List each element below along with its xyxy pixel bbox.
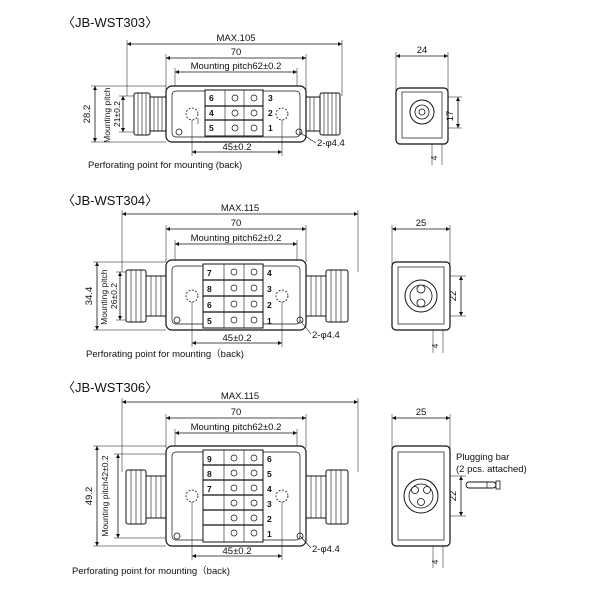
side-width-label: 24	[417, 45, 428, 56]
plugging-bar-icon	[465, 480, 501, 490]
mounting-pitch-label: Mounting pitch62±0.2	[191, 233, 282, 244]
side-base-label: 4	[430, 559, 440, 564]
mounting-hole	[185, 107, 199, 121]
side-height-label: 22	[448, 291, 459, 302]
side-mounting-pitch-label: Mounting pitch42±0.2	[100, 455, 110, 536]
terminal-label: 3	[267, 499, 272, 509]
hole-spacing-label: 45±0.2	[223, 333, 252, 344]
terminal-label: 3	[267, 284, 272, 294]
terminal-label: 2	[267, 514, 272, 524]
height-label: 49.2	[84, 487, 95, 506]
perforating-note: Perforating point for mounting（back)	[72, 565, 230, 577]
max-length-label: MAX.105	[216, 33, 255, 44]
terminal-label: 4	[267, 268, 272, 278]
model-title: 〈JB-WST303〉	[62, 15, 158, 30]
mounting-hole	[275, 107, 289, 121]
mounting-hole	[185, 489, 199, 503]
terminal-label: 1	[268, 123, 273, 133]
terminal-label: 7	[207, 268, 212, 278]
mounting-pitch-label: Mounting pitch62±0.2	[191, 61, 282, 72]
model-title: 〈JB-WST306〉	[62, 380, 158, 395]
holes-label: 2-φ4.4	[312, 544, 340, 555]
perforating-note: Perforating point for mounting (back)	[88, 160, 242, 171]
terminal-label: 8	[207, 284, 212, 294]
terminal-label: 6	[267, 454, 272, 464]
mounting-pitch-label: Mounting pitch62±0.2	[191, 422, 282, 433]
plugging-bar-qty: (2 pcs. attached)	[456, 464, 527, 475]
side-width-label: 25	[416, 407, 427, 418]
holes-label: 2-φ4.4	[317, 138, 345, 149]
terminal-label: 4	[209, 108, 214, 118]
terminal-label: 5	[207, 316, 212, 326]
max-length-label: MAX.115	[221, 391, 259, 402]
height-label: 34.4	[84, 287, 95, 306]
length-label: 70	[231, 218, 242, 229]
plugging-bar-label: Plugging bar	[456, 452, 509, 463]
mounting-hole	[185, 289, 199, 303]
terminal-label: 6	[209, 93, 214, 103]
terminal-label: 3	[268, 93, 273, 103]
terminal-label: 5	[267, 469, 272, 479]
model-title: 〈JB-WST304〉	[62, 193, 158, 208]
length-label: 70	[231, 47, 242, 58]
length-label: 70	[231, 407, 242, 418]
terminal-label: 2	[268, 108, 273, 118]
terminal-label: 4	[267, 484, 272, 494]
terminal-label: 1	[267, 529, 272, 539]
terminal-label: 2	[267, 300, 272, 310]
jb-wst306-section: 〈JB-WST306〉 MAX.115 70 Mounting pitch62±…	[62, 380, 527, 577]
side-height-label: 17	[445, 111, 456, 122]
hole-spacing-label: 45±0.2	[223, 546, 252, 557]
side-base-label: 4	[430, 343, 440, 348]
terminal-label: 7	[207, 484, 212, 494]
terminal-label: 9	[207, 454, 212, 464]
perforating-note: Perforating point for mounting（back)	[86, 348, 244, 360]
side-mounting-pitch-label: Mounting pitch 26±0.2	[99, 267, 119, 325]
holes-label: 2-φ4.4	[312, 330, 340, 341]
mounting-hole	[275, 489, 289, 503]
side-base-label: 4	[429, 155, 439, 160]
side-mounting-pitch-label: Mounting pitch 21±0.2	[102, 85, 122, 143]
mounting-hole	[275, 289, 289, 303]
height-label: 28.2	[82, 105, 93, 124]
jb-wst304-section: 〈JB-WST304〉 MAX.115 70 Mounting pitch62±…	[62, 193, 466, 360]
terminal-label: 6	[207, 300, 212, 310]
terminal-label: 8	[207, 469, 212, 479]
jb-wst303-section: 〈JB-WST303〉 MAX.105 70 Mounting pitch62±…	[62, 15, 462, 171]
side-height-label: 22	[448, 491, 459, 502]
max-length-label: MAX.115	[221, 203, 259, 214]
side-width-label: 25	[416, 218, 427, 229]
hole-spacing-label: 45±0.2	[223, 142, 252, 153]
terminal-label: 5	[209, 123, 214, 133]
terminal-label: 1	[267, 316, 272, 326]
